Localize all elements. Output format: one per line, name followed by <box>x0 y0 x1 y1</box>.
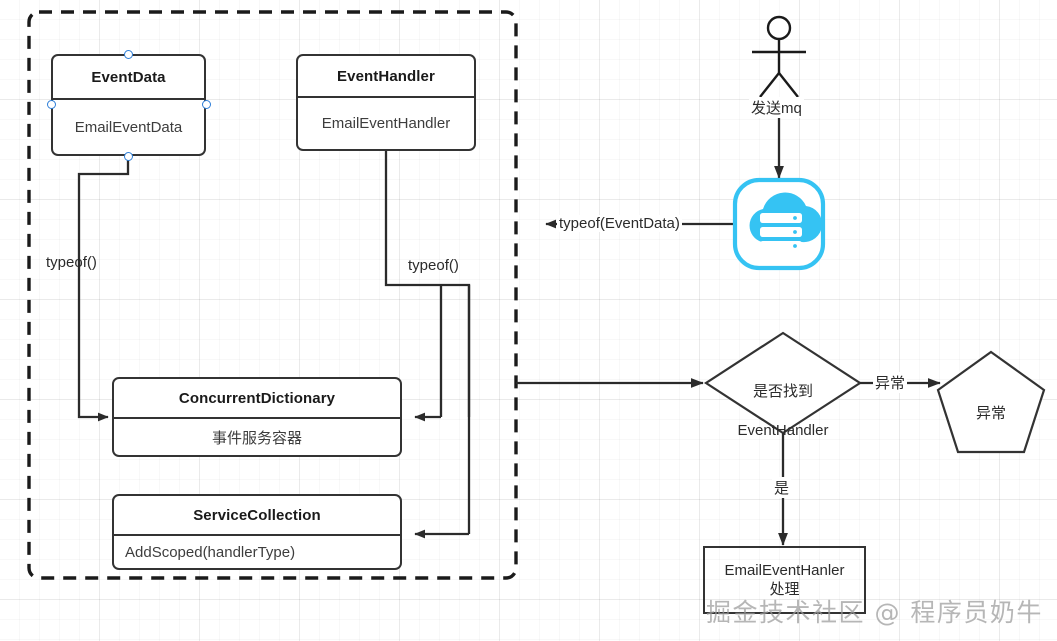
uml-member-event-data: EmailEventData <box>74 118 183 136</box>
label-send-mq: 发送mq <box>749 97 804 118</box>
watermark: 掘金技术社区 @ 程序员奶牛 <box>706 598 1043 627</box>
label-typeof-eventdata: typeof(EventData) <box>557 215 682 232</box>
uml-class-event-handler[interactable]: EventHandler EmailEventHandler <box>296 54 476 151</box>
uml-member-service-collection: AddScoped(handlerType) <box>125 543 296 561</box>
uml-title-event-handler: EventHandler <box>298 56 474 98</box>
handler-process-box[interactable]: EmailEventHanler 处理 <box>703 546 866 614</box>
selection-handle-right[interactable] <box>202 100 211 109</box>
label-exception: 异常 <box>873 372 908 393</box>
uml-title-event-data: EventData <box>53 56 204 100</box>
uml-member-concurrent-dictionary: 事件服务容器 <box>211 429 302 447</box>
dashed-group-boundary <box>27 10 518 580</box>
handler-process-line2: 处理 <box>769 581 800 598</box>
uml-title-concurrent-dictionary: ConcurrentDictionary <box>114 379 400 419</box>
decision-diamond <box>703 331 863 435</box>
uml-title-service-collection: ServiceCollection <box>114 496 400 536</box>
mq-cloud-server-icon <box>732 177 826 271</box>
handler-process-line1: EmailEventHanler <box>724 561 845 579</box>
uml-class-event-data[interactable]: EventData EmailEventData <box>51 54 206 156</box>
actor-stick-figure <box>752 15 806 98</box>
edge-eventdata-to-dictionary <box>77 156 130 422</box>
label-typeof-left: typeof() <box>46 254 97 271</box>
label-typeof-right: typeof() <box>408 257 459 274</box>
label-yes: 是 <box>772 477 792 498</box>
uml-class-concurrent-dictionary[interactable]: ConcurrentDictionary 事件服务容器 <box>112 377 402 457</box>
uml-member-event-handler: EmailEventHandler <box>321 115 451 132</box>
selection-handle-left[interactable] <box>47 100 56 109</box>
selection-handle-bottom[interactable] <box>124 152 133 161</box>
exception-pentagon <box>936 350 1046 454</box>
selection-handle-top[interactable] <box>124 50 133 59</box>
uml-class-service-collection[interactable]: ServiceCollection AddScoped(handlerType) <box>112 494 402 570</box>
